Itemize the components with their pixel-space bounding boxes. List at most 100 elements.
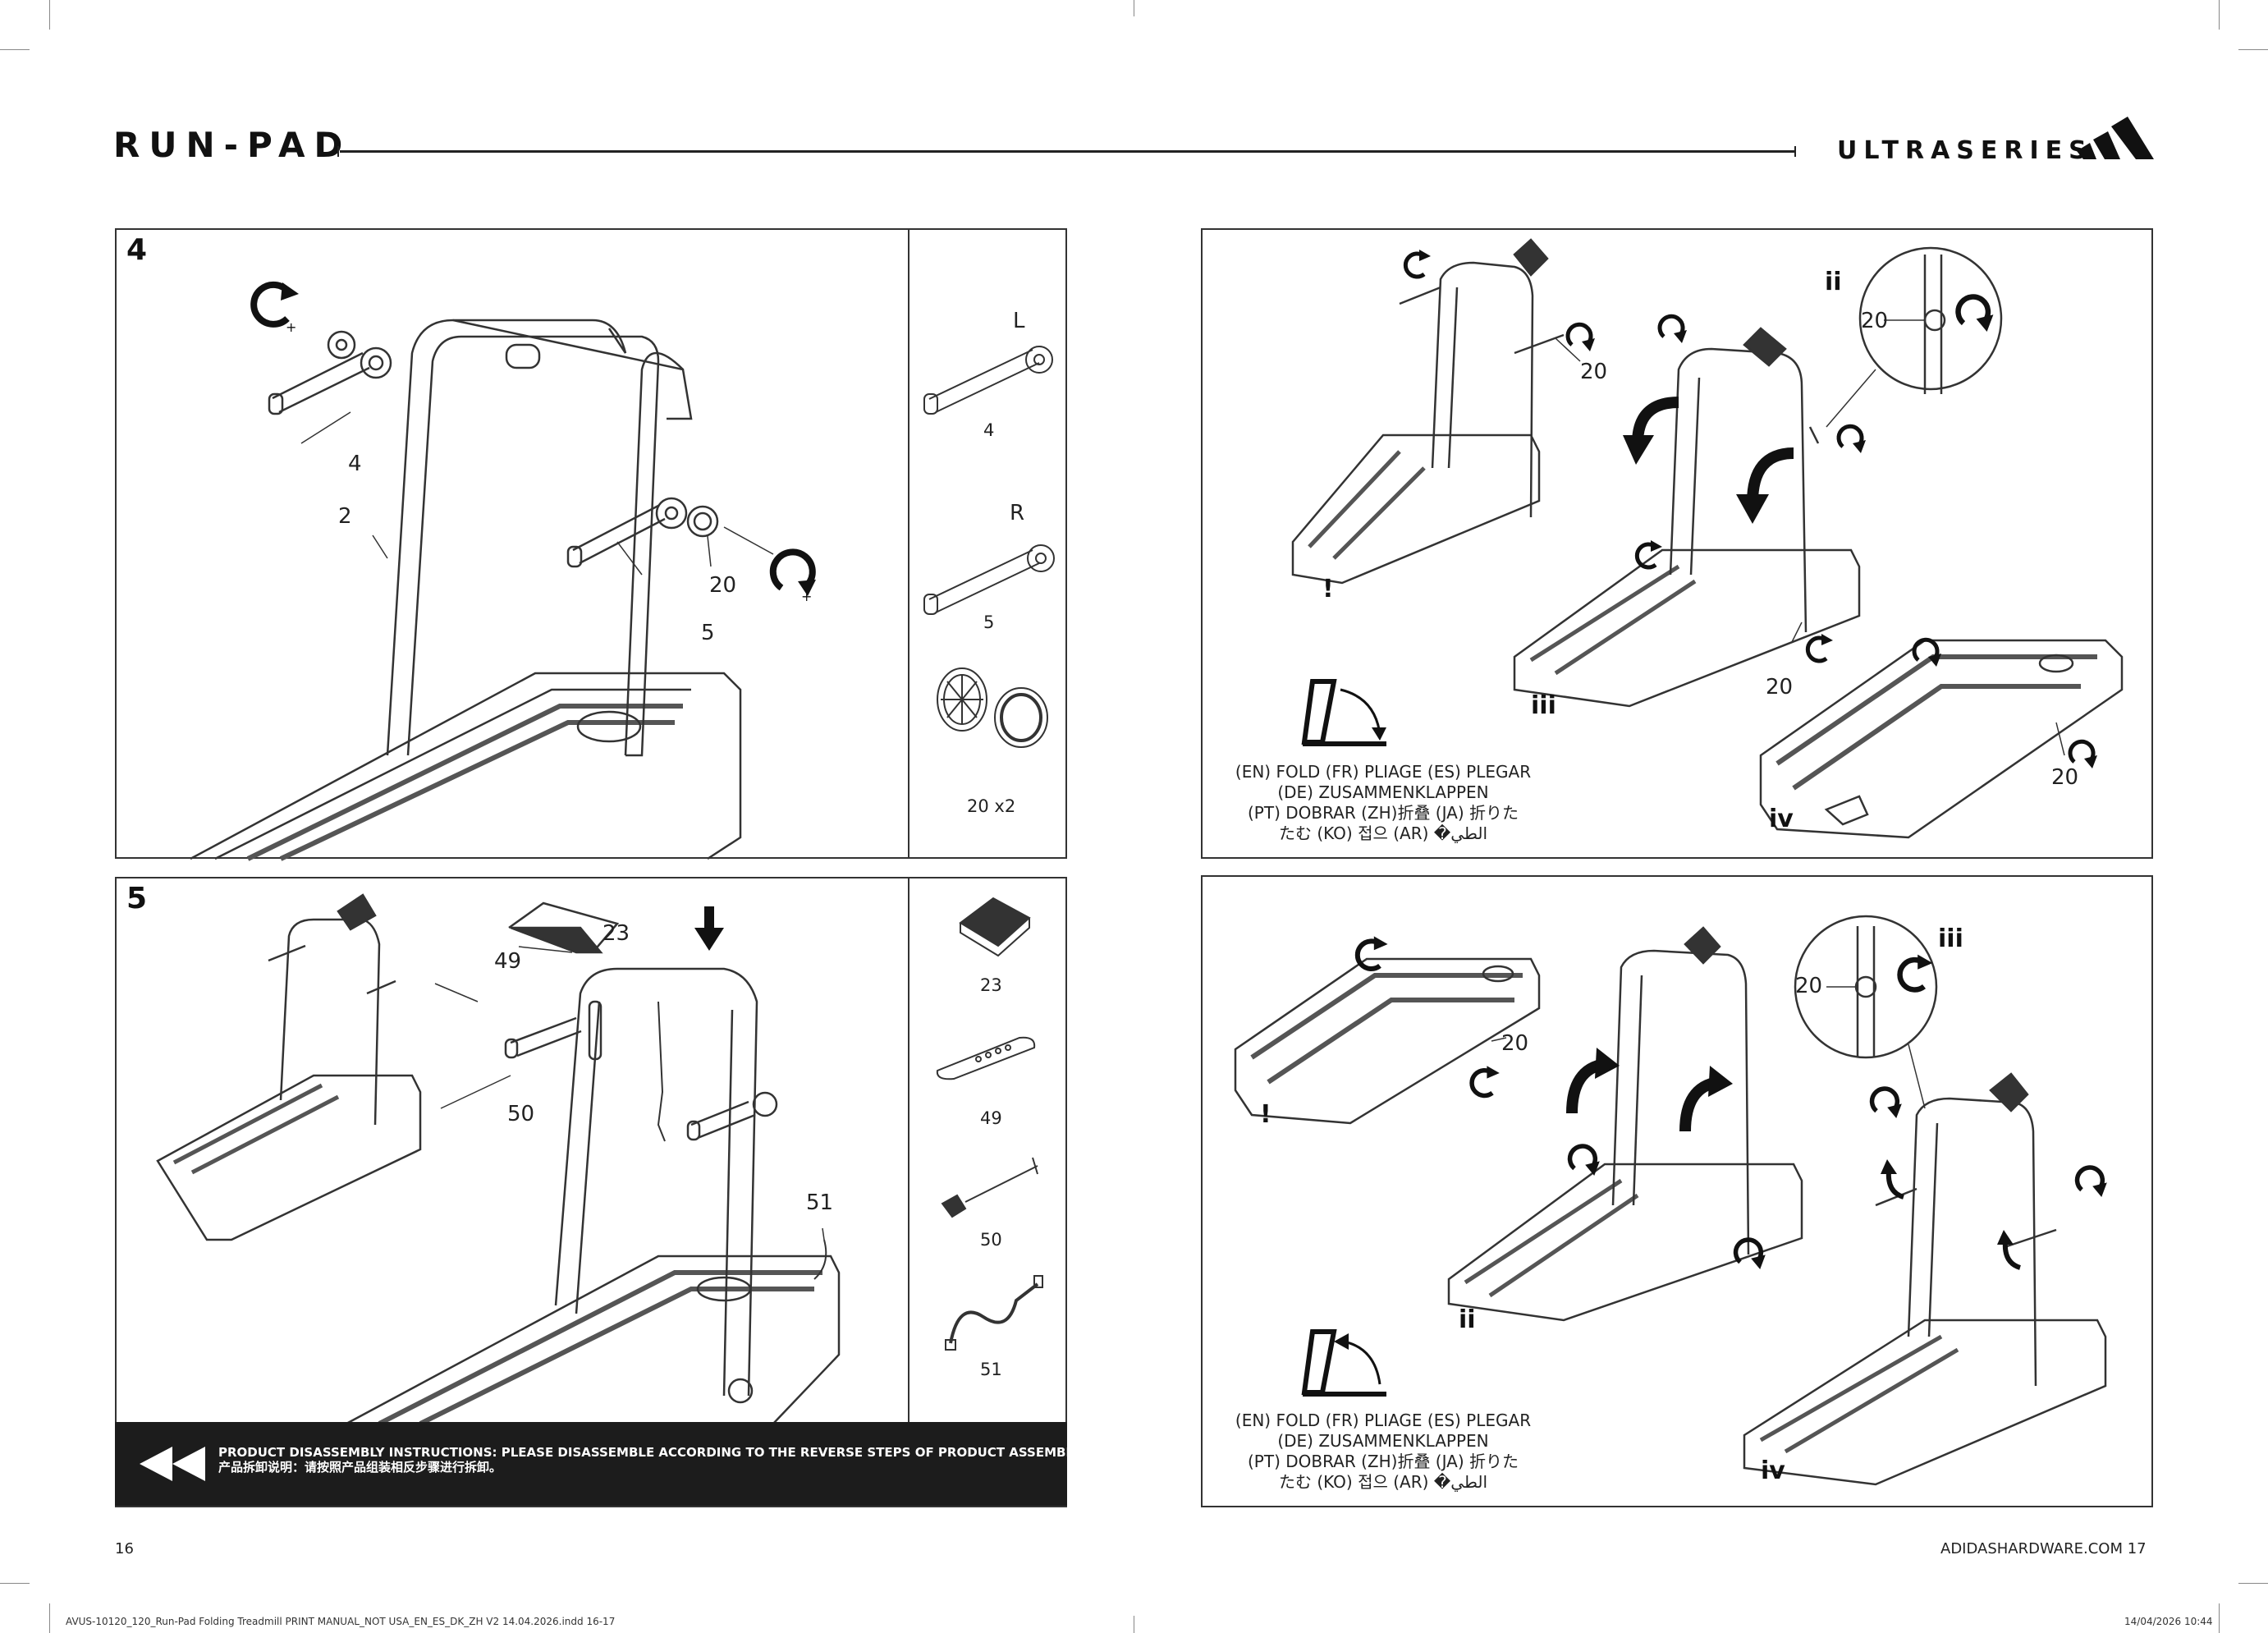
callout-label: 50	[507, 1102, 535, 1126]
rotate-icon	[1565, 322, 1595, 351]
callout-label: 51	[806, 1190, 834, 1215]
svg-text:+: +	[801, 589, 812, 604]
treadmill-assembly-illustration	[190, 319, 774, 861]
disassembly-instruction-zh: 产品拆卸说明：请按照产品组装相反步骤进行拆卸。	[218, 1460, 502, 1475]
safety-key-part-icon	[941, 1157, 1038, 1218]
rotate-icon	[1354, 936, 1388, 971]
crop-mark	[2238, 1583, 2268, 1584]
part-number: 5	[983, 612, 995, 632]
press-down-arrow-icon	[694, 906, 724, 951]
crop-mark	[0, 1583, 30, 1584]
callout-label: 49	[494, 949, 522, 974]
rotate-icon	[2068, 739, 2097, 768]
rotate-icon	[1733, 1237, 1766, 1269]
rotate-icon	[1869, 1086, 1902, 1118]
part-number: 49	[980, 1108, 1002, 1128]
rotate-icon	[1567, 1144, 1600, 1176]
part-number: 4	[983, 420, 995, 440]
series-title: ULTRASERIES	[1837, 136, 2093, 165]
part-number: 51	[980, 1360, 1002, 1379]
page-number-right: ADIDASHARDWARE.COM 17	[1940, 1540, 2147, 1557]
unfold-up-arrow-icon	[1679, 1066, 1733, 1132]
crop-mark	[49, 0, 50, 30]
fold-symbol-icon	[1301, 679, 1386, 746]
right-handle-part-icon	[923, 544, 1055, 615]
lift-arrow-icon	[1881, 1159, 1905, 1200]
rotate-icon	[1955, 294, 1994, 332]
part-number: 23	[980, 975, 1002, 995]
disassembly-banner: PRODUCT DISASSEMBLY INSTRUCTIONS: PLEASE…	[115, 1422, 1081, 1506]
unfold-panel: ! ii iii iv 20 20 (EN) FOLD (FR) PLIAGE …	[1201, 875, 2153, 1507]
header-rule-tick	[337, 146, 339, 157]
rotate-icon	[1836, 424, 1866, 453]
crop-mark	[0, 49, 30, 50]
rotate-icon	[1897, 954, 1933, 993]
crop-mark	[2219, 1603, 2220, 1633]
rotate-clockwise-icon: +	[250, 281, 299, 335]
brand-title: RUN-PAD	[113, 125, 352, 165]
step-marker: iv	[1761, 1456, 1785, 1485]
parts-divider	[908, 878, 909, 1424]
callout-label: 20	[1501, 1031, 1529, 1056]
part-side-label: L	[1013, 309, 1025, 333]
print-timestamp: 14/04/2026 10:44	[2124, 1616, 2213, 1627]
callout-label: 20	[2051, 765, 2079, 790]
print-slug: AVUS-10120_120_Run-Pad Folding Treadmill…	[66, 1616, 616, 1627]
callout-label: 4	[348, 452, 362, 476]
step-4-panel: 4 + +	[115, 228, 1067, 861]
fold-down-arrow-icon	[1736, 447, 1794, 524]
callout-label: 20	[709, 573, 737, 598]
callout-label: 20	[1580, 360, 1608, 384]
lift-arrow-icon	[1997, 1230, 2022, 1270]
step-marker: !	[1322, 575, 1334, 603]
callout-label: 23	[603, 921, 630, 946]
callout-label: 20	[1795, 974, 1823, 998]
svg-text:+: +	[286, 319, 296, 335]
crop-mark	[49, 1603, 50, 1633]
rotate-icon	[1805, 634, 1833, 663]
folding-sequence-illustration	[1291, 238, 2124, 839]
callout-label: 5	[701, 621, 715, 645]
unfold-up-arrow-icon	[1566, 1048, 1620, 1114]
step-marker: !	[1260, 1100, 1271, 1129]
treadmill-console-illustration	[156, 893, 841, 1426]
header-rule	[340, 150, 1794, 153]
unfolding-sequence-illustration	[1234, 915, 2107, 1486]
fold-down-arrow-icon	[1623, 397, 1679, 465]
crop-mark	[2238, 49, 2268, 50]
rotate-icon	[1912, 637, 1941, 667]
rotate-icon	[1657, 314, 1687, 343]
step-marker: iii	[1938, 924, 1963, 953]
rewind-arrows-icon	[140, 1447, 205, 1481]
step-5-panel: 5 23 49 50 51 23	[115, 877, 1067, 1507]
fold-symbol-icon	[1301, 1329, 1386, 1397]
part-number: 50	[980, 1230, 1002, 1250]
disassembly-instruction-en: PRODUCT DISASSEMBLY INSTRUCTIONS: PLEASE…	[218, 1445, 1081, 1460]
control-panel-part-icon	[936, 1036, 1036, 1080]
rotate-icon	[1403, 250, 1431, 279]
fold-panel: ! ii iii iv 20 20 20 20 (EN) FOLD (FR) P…	[1201, 228, 2153, 859]
page-number-left: 16	[115, 1540, 134, 1557]
rotate-icon	[1634, 540, 1662, 570]
rotate-icon	[2074, 1165, 2107, 1197]
part-side-label: R	[1010, 501, 1025, 525]
step-number: 4	[126, 233, 148, 267]
callout-label: 20	[1766, 675, 1794, 700]
left-handle-part-icon	[923, 346, 1053, 415]
end-cap-part-icon	[937, 667, 1048, 748]
rotate-icon	[1469, 1066, 1500, 1099]
adidas-three-bars-icon	[2077, 117, 2154, 159]
step-marker: iii	[1531, 691, 1556, 720]
step-marker: ii	[1459, 1305, 1476, 1334]
callout-label: 2	[338, 504, 352, 529]
parts-divider	[908, 230, 909, 859]
step-number: 5	[126, 882, 148, 915]
console-part-icon	[959, 897, 1031, 957]
part-number: 20 x2	[967, 796, 1016, 816]
step-marker: iv	[1769, 805, 1794, 833]
step-marker: ii	[1825, 268, 1842, 296]
crop-mark	[2219, 0, 2220, 30]
unfold-instruction-text: (EN) FOLD (FR) PLIAGE (ES) PLEGAR (DE) Z…	[1235, 1411, 1532, 1492]
callout-label: 20	[1861, 309, 1889, 333]
cable-part-icon	[945, 1275, 1043, 1351]
